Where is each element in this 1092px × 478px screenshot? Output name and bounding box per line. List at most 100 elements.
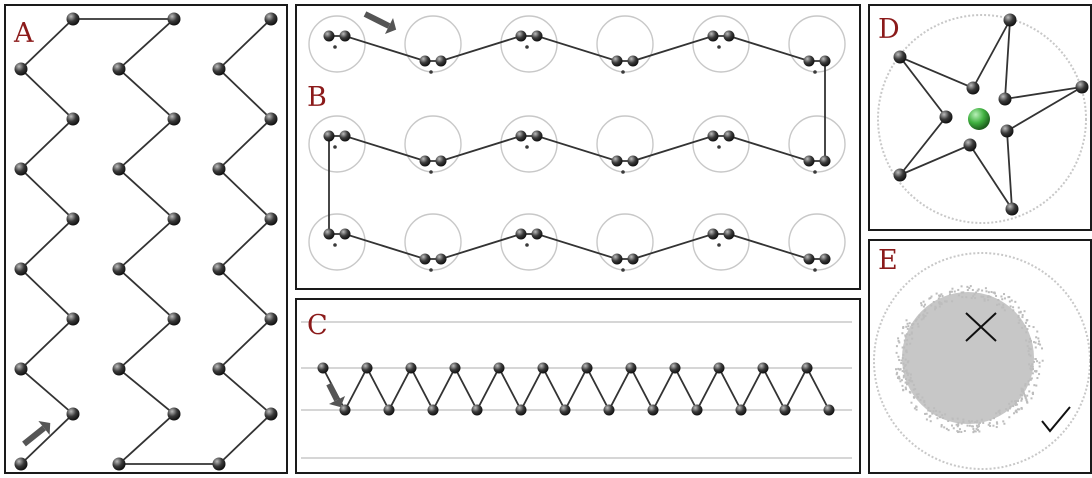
scatter-dot [966, 289, 969, 292]
bead [66, 407, 80, 421]
scatter-dot [901, 357, 904, 360]
scatter-dot [911, 323, 914, 326]
scatter-dot [897, 339, 900, 342]
scatter-dot [1008, 300, 1011, 303]
bead [339, 404, 351, 416]
scatter-dot [972, 295, 975, 298]
scatter-dot [895, 373, 898, 376]
scatter-dot [977, 429, 980, 432]
scatter-dot [1024, 384, 1027, 387]
scatter-dot [968, 421, 971, 424]
bead [707, 228, 719, 240]
scatter-dot [996, 422, 999, 425]
bead [339, 130, 351, 142]
scatter-dot [972, 427, 975, 430]
scatter-dot [938, 305, 941, 308]
bead [691, 404, 703, 416]
scatter-dot [975, 291, 978, 294]
dot [621, 268, 625, 272]
scatter-dot [909, 380, 912, 383]
scatter-dot [904, 386, 907, 389]
scatter-dot [1028, 353, 1031, 356]
bead [819, 253, 831, 265]
scatter-dot [1020, 399, 1023, 402]
scatter-dot [899, 368, 902, 371]
ghost-circle [500, 115, 558, 173]
scatter-dot [929, 296, 932, 299]
scatter-dot [956, 425, 959, 428]
check-marker-icon [1041, 406, 1071, 433]
bead [713, 362, 725, 374]
scatter-dot [1001, 298, 1004, 301]
scatter-dot [941, 414, 944, 417]
bead [167, 407, 181, 421]
dot [525, 45, 529, 49]
scatter-dot [1035, 384, 1038, 387]
bead [419, 253, 431, 265]
bead [515, 30, 527, 42]
scatter-dot [935, 413, 938, 416]
scatter-dot [960, 285, 963, 288]
scatter-dot [951, 418, 954, 421]
scatter-dot [938, 294, 941, 297]
scatter-dot [982, 295, 985, 298]
scatter-dot [920, 304, 923, 307]
scatter-dot [1024, 321, 1027, 324]
scatter-dot [957, 294, 960, 297]
scatter-dot [904, 378, 907, 381]
scatter-dot [1021, 326, 1024, 329]
scatter-dot [1022, 388, 1025, 391]
scatter-dot [951, 287, 954, 290]
scatter-dot [987, 423, 990, 426]
bead [801, 362, 813, 374]
bead [112, 457, 126, 471]
bead [998, 92, 1012, 106]
ghost-circle [596, 15, 654, 73]
scatter-dot [956, 417, 959, 420]
scatter-dot [1028, 390, 1031, 393]
scatter-dot [918, 314, 921, 317]
scatter-dot [927, 409, 930, 412]
scatter-dot [1016, 408, 1019, 411]
scatter-dot [995, 294, 998, 297]
scatter-dot [935, 409, 938, 412]
ghost-circle [596, 115, 654, 173]
scatter-dot [907, 360, 910, 363]
scatter-dot [909, 391, 912, 394]
scatter-dot [1013, 412, 1016, 415]
scatter-dot [1027, 383, 1030, 386]
scatter-dot [978, 430, 981, 433]
center-bead [968, 108, 990, 130]
scatter-dot [1002, 420, 1005, 423]
scatter-dot [989, 424, 992, 427]
ghost-circle [500, 213, 558, 271]
scatter-dot [934, 308, 937, 311]
scatter-dot [998, 303, 1001, 306]
dot [333, 243, 337, 247]
scatter-dot [1012, 309, 1015, 312]
bead [323, 130, 335, 142]
scatter-dot [900, 359, 903, 362]
panel-c-label: C [307, 310, 328, 341]
bead [627, 155, 639, 167]
scatter-dot [1034, 358, 1037, 361]
scatter-dot [906, 383, 909, 386]
scatter-dot [952, 427, 955, 430]
scatter-dot [1014, 403, 1017, 406]
dot [429, 70, 433, 74]
bead [14, 262, 28, 276]
scatter-dot [922, 305, 925, 308]
scatter-dot [945, 300, 948, 303]
scatter-dot [1038, 365, 1041, 368]
scatter-dot [1025, 339, 1028, 342]
ghost-circle [404, 15, 462, 73]
ghost-circle [308, 15, 366, 73]
scatter-dot [975, 427, 978, 430]
bead [531, 130, 543, 142]
down-arrow-icon [328, 395, 346, 408]
scatter-dot [1017, 321, 1020, 324]
scatter-dot [1009, 406, 1012, 409]
bead [14, 457, 28, 471]
scatter-dot [948, 290, 951, 293]
scatter-dot [1001, 306, 1004, 309]
